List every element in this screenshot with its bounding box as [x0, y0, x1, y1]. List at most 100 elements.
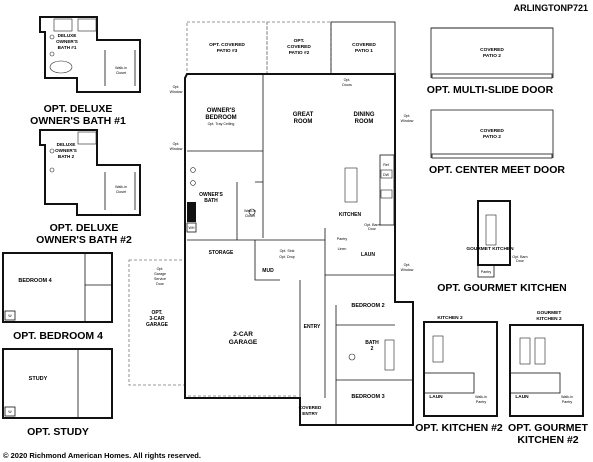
toilet-icon	[248, 208, 256, 216]
opt-window-label: Opt.	[404, 263, 411, 267]
caption-gourmet-kitchen-2-line-1: OPT. GOURMET	[508, 422, 589, 434]
study-label: STUDY	[29, 376, 48, 382]
caption-gourmet-kitchen: OPT. GOURMET KITCHEN	[437, 282, 567, 294]
bedroom-4-label: BEDROOM 4	[18, 278, 52, 284]
owners-bath-label-1: OWNER'S	[199, 192, 223, 198]
bedroom-3-label: BEDROOM 3	[351, 394, 384, 400]
toilet-icon	[348, 353, 356, 361]
covered-patio-2-label-1: COVERED	[480, 128, 504, 134]
great-room-label-1: GREAT	[293, 112, 314, 118]
opt-drop-label: Opt. Drop	[279, 255, 295, 259]
ref-label: Ref	[383, 163, 389, 167]
barn-door-label-1: Opt. Barn	[364, 223, 379, 227]
great-room-label-2: ROOM	[294, 119, 313, 125]
opt-doors-label: Opt.	[344, 78, 351, 82]
opt-window-label-2: Window	[401, 268, 414, 272]
opt-deluxe-owners-bath-2-plan: DELUXE OWNER'S BATH 2 Walk-in Closet	[39, 129, 141, 216]
opt-window-label: Opt.	[173, 85, 180, 89]
caption-deluxe-bath-2-line-2: OWNER'S BATH #2	[36, 234, 132, 246]
gourmet-kitchen-2-label-2: KITCHEN 2	[536, 316, 562, 322]
covered-entry-label-1: COVERED	[299, 405, 322, 410]
caption-opt-study: OPT. STUDY	[27, 426, 89, 438]
patio-1-label-1: COVERED	[352, 42, 376, 48]
barn-door-label-2: Door	[368, 227, 377, 231]
sink-icon	[49, 148, 55, 154]
mud-label: MUD	[262, 268, 274, 274]
patio-2-label-2: COVERED	[287, 44, 311, 50]
bedroom-2-label: BEDROOM 2	[351, 303, 384, 309]
caption-kitchen-2: OPT. KITCHEN #2	[415, 422, 503, 434]
patio-2-label-1: OPT.	[294, 38, 305, 44]
opt-window-label: Opt.	[404, 114, 411, 118]
shower-icon	[77, 131, 97, 145]
opt-study-plan: W STUDY	[2, 348, 113, 419]
barn-door-label-2: Door	[516, 259, 525, 263]
opt-gourmet-kitchen-plan: Pantry GOURMET KITCHEN Opt. Barn Door	[466, 200, 528, 278]
walk-in-closet-label-2: Closet	[116, 190, 126, 194]
walk-in-closet-label-2: Closet	[245, 214, 255, 218]
opt-sink-label: Opt. Sink	[280, 249, 295, 253]
opt-garage-label-3: GARAGE	[146, 322, 169, 328]
covered-patio-2-label-2: PATIO 2	[483, 134, 501, 140]
garage-service-door-label-4: Door	[156, 282, 165, 286]
deluxe-bath-2-label-line-1: DELUXE	[57, 142, 76, 147]
owners-bedroom-label-1: OWNER'S	[207, 108, 235, 114]
owners-bedroom-label-2: BEDROOM	[205, 115, 236, 121]
caption-deluxe-bath-2-line-1: OPT. DELUXE	[50, 222, 119, 234]
walk-in-pantry-label-2: Pantry	[562, 400, 573, 404]
opt-garage-label-2: 3-CAR	[149, 316, 165, 322]
shower-icon	[187, 202, 196, 222]
opt-window-label-2: Window	[401, 119, 414, 123]
covered-patio-2-label-2: PATIO 2	[483, 53, 501, 59]
walk-in-pantry-label-1: Walk-in	[475, 395, 487, 399]
gourmet-kitchen-2-label-1: GOURMET	[537, 310, 562, 316]
bath-2-label-1: BATH	[365, 340, 379, 346]
deluxe-bath-2-label-line-3: BATH 2	[58, 154, 75, 159]
plan-code: ARLINGTONP721	[514, 3, 588, 13]
storage-label: STORAGE	[209, 250, 234, 256]
opt-gourmet-kitchen-2-plan: GOURMET KITCHEN 2 LAUN Walk-in Pantry	[509, 310, 584, 417]
bath-2-label-2: 2	[371, 346, 374, 352]
copyright-notice: © 2020 Richmond American Homes. All righ…	[3, 451, 201, 460]
sink-icon	[49, 167, 55, 173]
opt-window-label-2: Window	[170, 90, 183, 94]
patio-1-label-2: PATIO 1	[355, 48, 373, 54]
caption-gourmet-kitchen-2-line-2: KITCHEN #2	[517, 434, 578, 446]
sink-icon	[49, 34, 55, 40]
kitchen-2-label: KITCHEN 2	[437, 315, 463, 321]
opt-garage-label-1: OPT.	[151, 310, 163, 316]
opt-multi-slide-door-plan: COVERED PATIO 2	[430, 27, 554, 79]
laun-label: LAUN	[515, 394, 529, 400]
wh-label: WH	[189, 226, 195, 230]
walk-in-closet-label-2: Closet	[116, 71, 126, 75]
dw-label: DW	[383, 173, 390, 177]
shower-icon	[53, 18, 73, 32]
patio-3-label-2: PATIO #3	[217, 48, 238, 54]
kitchen-island	[344, 167, 358, 203]
opt-doors-label-2: Doors	[342, 83, 352, 87]
barn-door-label-1: Opt. Barn	[512, 255, 527, 259]
caption-opt-bedroom-4: OPT. BEDROOM 4	[13, 330, 103, 342]
patio-3-label-1: OPT. COVERED	[209, 42, 245, 48]
garage-label-2: GARAGE	[229, 339, 258, 346]
pantry-label: Pantry	[481, 270, 492, 274]
owners-bath-label-2: BATH	[204, 198, 218, 204]
caption-multi-slide-door: OPT. MULTI-SLIDE DOOR	[427, 84, 554, 96]
caption-deluxe-bath-1-line-2: OWNER'S BATH #1	[30, 115, 126, 127]
shower-icon	[77, 18, 97, 32]
deluxe-bath-1-label-line-1: DELUXE	[58, 33, 77, 38]
patio-2-label-3: PATIO #2	[289, 50, 310, 56]
walk-in-closet-label: Walk-in	[115, 66, 127, 70]
garage-service-door-label-2: Garage	[154, 272, 166, 276]
covered-entry-label-2: ENTRY	[302, 411, 317, 416]
caption-center-meet-door: OPT. CENTER MEET DOOR	[429, 164, 565, 176]
opt-center-meet-door-plan: COVERED PATIO 2	[430, 109, 554, 159]
walk-in-pantry-label-2: Pantry	[476, 400, 487, 404]
bathtub-icon	[384, 339, 395, 371]
deluxe-bath-1-label-line-3: BATH #1	[58, 45, 77, 50]
walk-in-closet-label: Walk-in	[115, 185, 127, 189]
laun-label: LAUN	[361, 252, 375, 258]
water-heater-label: W	[8, 410, 12, 414]
kitchen-label: KITCHEN	[339, 212, 362, 218]
caption-deluxe-bath-1-line-1: OPT. DELUXE	[44, 103, 113, 115]
